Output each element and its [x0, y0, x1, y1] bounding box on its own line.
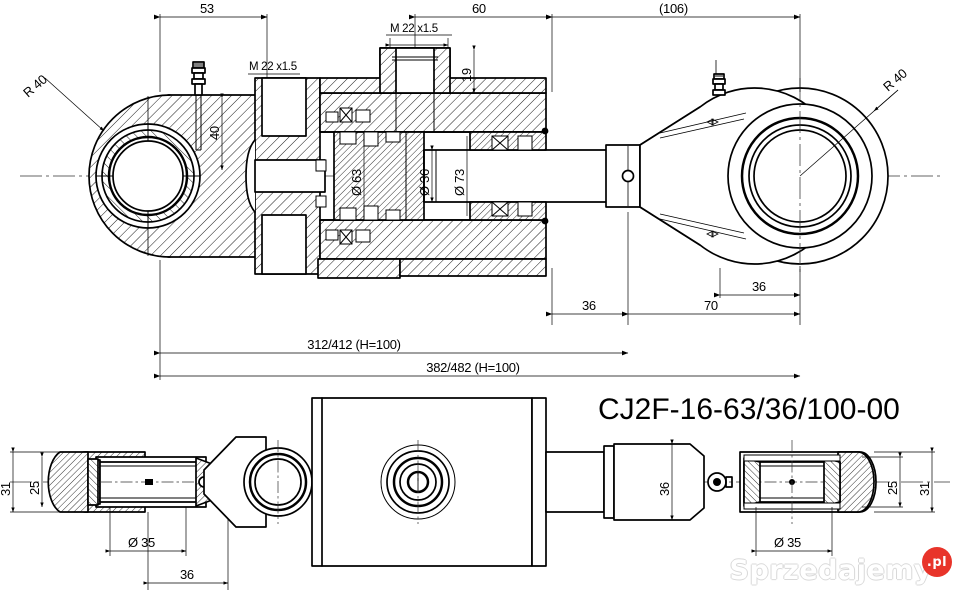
top-dimension-chain: 53 60 (106) [154, 1, 801, 92]
dim-m22-left: M 22 x1.5 [248, 61, 300, 75]
grease-nipple-left [191, 61, 206, 151]
radius-leader-right [873, 89, 899, 112]
dim-d35-right-group: Ø 35 [751, 507, 833, 556]
dim-36-plan-left: 36 [180, 567, 194, 582]
dim-53: 53 [200, 1, 214, 16]
dim-25-right-group: 25 [862, 452, 903, 508]
plan-right-eye: Ø 35 25 31 [739, 440, 935, 556]
dim-106: (106) [659, 1, 688, 16]
drawing-title: CJ2F-16-63/36/100-00 [598, 393, 900, 426]
dim-d63: Ø 63 [349, 169, 364, 196]
overall-dimension-chain: 312/412 (H=100) 382/482 (H=100) [154, 260, 801, 380]
section-view: R 40 40 [20, 1, 940, 380]
dim-d63-group: Ø 63 [349, 136, 365, 216]
grease-nipple-right [712, 60, 726, 96]
gland-head [469, 127, 549, 225]
piston [333, 131, 425, 221]
dim-40-group: 40 [207, 93, 224, 171]
plan-view: 31 25 Ø 35 36 [0, 397, 950, 590]
dim-d73: Ø 73 [452, 169, 467, 196]
dim-25-left: 25 [27, 481, 42, 495]
dim-25-right: 25 [885, 481, 900, 495]
dim-d36-group: Ø 36 [417, 145, 434, 203]
bottom-dimension-chain: 36 70 36 [546, 212, 801, 325]
dim-31-right: 31 [917, 482, 932, 496]
cylinder-barrel-section: Ø 63 Ø 36 Ø 73 19 M 22 x1.5 [315, 23, 621, 279]
dim-d35-right: Ø 35 [774, 535, 801, 550]
dim-36-plan-rod: 36 [657, 482, 672, 496]
dim-60: 60 [472, 1, 486, 16]
dim-36-plan-rod-group: 36 [657, 439, 674, 521]
dim-36a: 36 [582, 298, 596, 313]
dim-m22-right-label: M 22 x1.5 [390, 23, 438, 35]
dim-d35-left: Ø 35 [128, 535, 155, 550]
dim-25-left-group: 25 [27, 452, 44, 508]
dim-19-group: 19 [459, 45, 476, 94]
dim-d36: Ø 36 [417, 169, 432, 196]
radius-leader-left [44, 77, 105, 132]
plan-left-eye: 31 25 Ø 35 36 [0, 447, 229, 590]
rear-cap-block: M 22 x1.5 [245, 61, 326, 275]
dim-stroke-a: 312/412 (H=100) [307, 337, 400, 352]
dim-70: 70 [704, 298, 718, 313]
dim-31-left-group: 31 [0, 447, 62, 513]
right-rod-eye: R 40 [605, 60, 910, 274]
dim-31-right-group: 31 [874, 447, 935, 513]
dim-stroke-b: 382/482 (H=100) [426, 360, 519, 375]
dim-19: 19 [459, 68, 474, 82]
dim-40: 40 [207, 126, 222, 140]
dim-m22-right: M 22 x1.5 [385, 23, 452, 48]
port-boss-bottom [317, 258, 547, 279]
plan-body: 36 [203, 397, 733, 567]
dim-m22-left-label: M 22 x1.5 [249, 61, 297, 73]
dim-36-plan-left-group: 36 [143, 512, 229, 590]
dim-36b: 36 [752, 279, 766, 294]
rear-seal-stack [315, 107, 371, 245]
plan-port-boss [380, 440, 456, 524]
dim-31-left: 31 [0, 482, 13, 496]
dim-d73-group: Ø 73 [452, 136, 468, 216]
